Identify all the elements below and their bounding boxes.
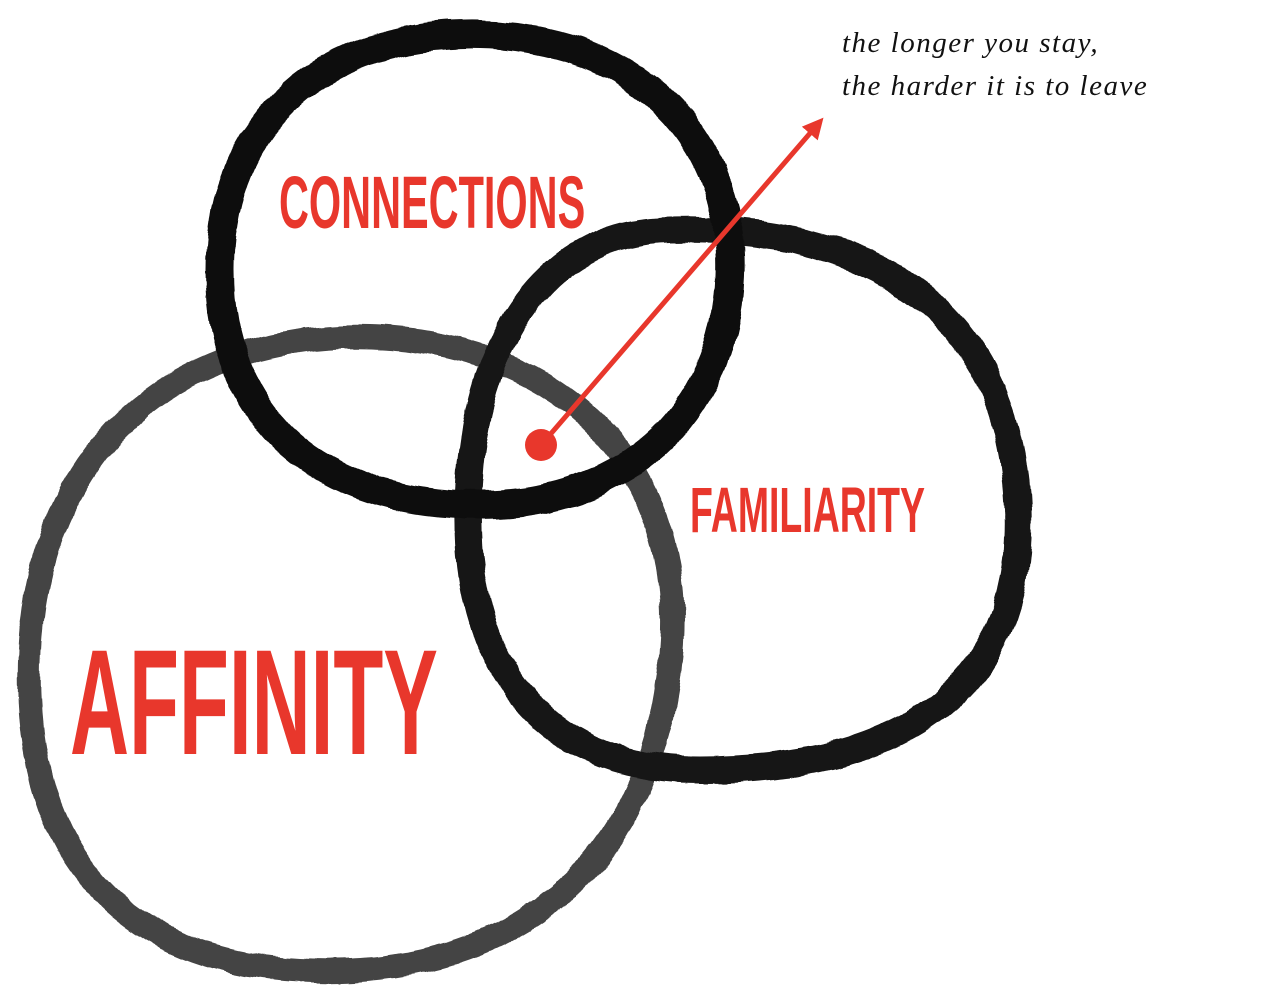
annotation-line-1: the longer you stay, bbox=[842, 27, 1100, 59]
annotation-line-2: the harder it is to leave bbox=[842, 70, 1149, 102]
intersection-dot bbox=[525, 429, 557, 461]
familiarity-label: FAMILIARITY bbox=[690, 474, 926, 546]
affinity-label: AFFINITY bbox=[70, 618, 438, 786]
annotation-text: the longer you stay, the harder it is to… bbox=[842, 22, 1148, 108]
connections-circle bbox=[205, 20, 745, 520]
affinity-circle bbox=[17, 324, 685, 983]
pointer-arrow bbox=[539, 117, 824, 447]
connections-label: CONNECTIONS bbox=[279, 161, 586, 244]
familiarity-circle bbox=[454, 216, 1032, 784]
